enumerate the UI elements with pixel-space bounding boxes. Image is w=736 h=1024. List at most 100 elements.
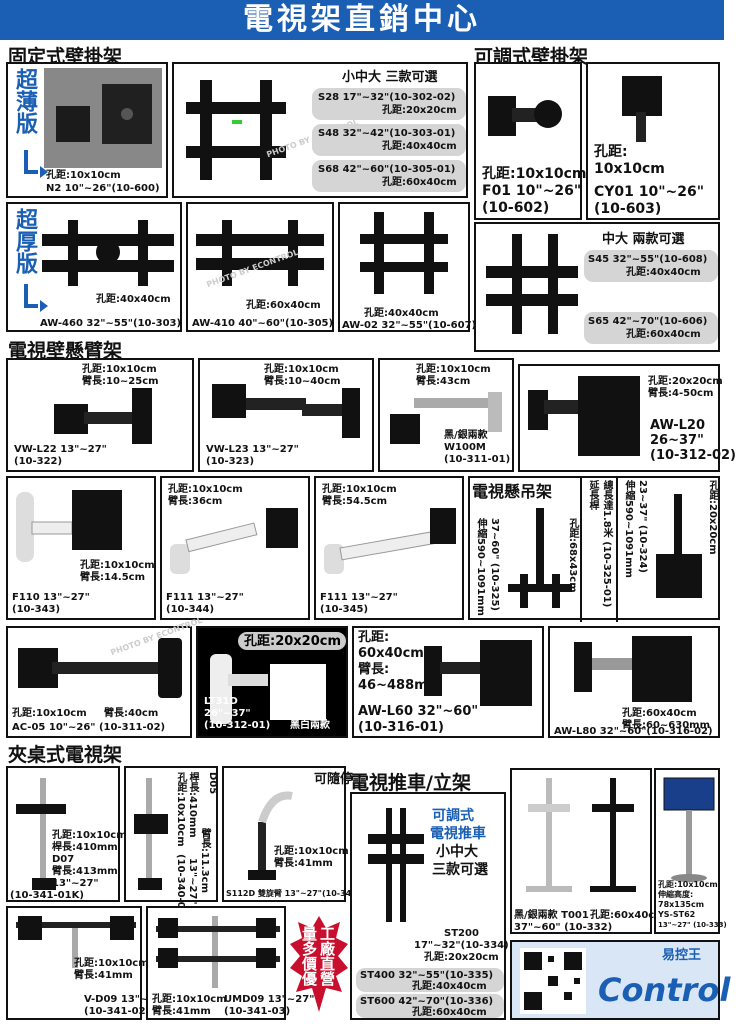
stand-image (663, 777, 715, 882)
d07-arm: 臂長:413mm (52, 866, 118, 877)
product-s-series: PHOTO BY ECONTROL 小中大 三款可選 S28 17"~32"(1… (172, 62, 468, 198)
ac05-hole: 孔距:10x10cm (12, 708, 87, 719)
cart-image (526, 778, 636, 892)
product-umd09: 孔距:10x10cm 臂長:41mm UMD09 13"~27" (10-341… (146, 906, 314, 1020)
awl60-hole: 60x40cm (358, 646, 424, 661)
w100m-model: W100M (444, 442, 486, 453)
umd09-model: UMD09 13"~27" (224, 994, 315, 1005)
f111b-model: F111 13"~27" (320, 592, 398, 603)
section-arm: 電視壁懸臂架 (8, 340, 123, 362)
product-n2: 超薄版 孔距:10x10cm N2 10"~26"(10-600) (6, 62, 168, 198)
product-awl60: 孔距: 60x40cm 臂長: 46~488mm AW-L60 32"~60" … (352, 626, 544, 738)
s28-hole: 孔距:20x20cm (382, 105, 457, 116)
product-s45-s65: 中大 兩款可選 S45 32"~55"(10-608) 孔距:40x40cm S… (474, 222, 720, 352)
aw410-hole: 孔距:60x40cm (246, 300, 321, 311)
awl60-arm-label: 臂長: (358, 662, 390, 677)
product-vd09: 孔距:10x10cm 臂長:41mm V-D09 13"~27" (10-341… (6, 906, 168, 1020)
page-title: 電視架直銷中心 (0, 0, 724, 40)
cart-l3: 小中大 (436, 844, 478, 860)
vwl23-hole: 孔距:10x10cm (264, 364, 339, 375)
arm-image (170, 508, 298, 574)
thick-label: 超厚版 (12, 208, 37, 274)
d05-hole: 孔距:10x10cm (175, 772, 186, 847)
vwl22-model: VW-L22 13"~27" (14, 444, 107, 455)
lt31d-size: 26"~37" (204, 708, 251, 719)
bracket-image (360, 212, 448, 294)
product-f01: 孔距:10x10cm F01 10"~26" (10-602) (474, 62, 586, 220)
awl20-hole: 孔距:20x20cm (648, 376, 723, 387)
section-ceiling: 電視懸吊架 (472, 482, 553, 501)
pill (312, 88, 466, 120)
t001-model: 黑/銀兩款 T001 (514, 910, 589, 921)
c2-length: 總長達1.8米 (10-325-01) (601, 480, 612, 608)
d05-size: 13"~27" (187, 858, 198, 905)
product-s112d: 可隨停 孔距:10x10cm 臂長:41mm S112D 雙旋臂 13"~27"… (222, 766, 360, 902)
s112d-hole: 孔距:10x10cm (274, 846, 349, 857)
product-f110: 孔距:10x10cm 臂長:14.5cm F110 13"~27" (10-34… (6, 476, 156, 620)
bracket-image (486, 234, 578, 334)
f01-hole: 孔距:10x10cm (482, 166, 587, 182)
n2-hole: 孔距:10x10cm (46, 170, 121, 181)
brand-block: 易控王 Control (510, 940, 730, 1020)
product-aw02: 孔距:40x40cm AW-02 32"~55"(10-607) (338, 202, 476, 332)
product-lt31d: 孔距:20x20cm LT31D 26"~37" (10-312-01) 黑白兩… (196, 626, 348, 738)
product-w100m: 孔距:10x10cm 臂長:43cm 黑/銀兩款 W100M (10-311-0… (378, 358, 514, 472)
st200-hole: 孔距:20x20cm (424, 952, 499, 963)
divider (580, 478, 582, 622)
product-d07: 孔距:10x10cm 桿長:410mm D07 臂長:413mm 13"~27"… (6, 766, 127, 902)
aw410-model: AW-410 40"~60"(10-305) (192, 318, 334, 329)
awl60-model: AW-L60 32"~60" (358, 704, 479, 719)
d05-arm: 臂長:11.3cm (199, 828, 210, 894)
arm-image (390, 392, 502, 444)
vd09-code: (10-341-02) (84, 1006, 151, 1017)
f111a-code: (10-344) (166, 604, 215, 615)
qr-code-icon[interactable] (520, 948, 586, 1014)
vwl23-arm: 臂長:10~40cm (264, 376, 341, 387)
f111b-arm: 臂長:54.5cm (322, 496, 388, 507)
desk-mount-image (16, 778, 66, 890)
w100m-color: 黑/銀兩款 (444, 430, 488, 441)
s28-model: S28 17"~32"(10-302-02) (318, 92, 456, 103)
awl20-model: AW-L20 (650, 418, 706, 433)
lt31d-model: LT31D (204, 696, 238, 707)
vd09-arm: 臂長:41mm (74, 970, 133, 981)
st600-model: ST600 42"~70"(10-336) (360, 996, 494, 1007)
umd09-arm: 臂長:41mm (152, 1006, 211, 1017)
brand-chinese: 易控王 (662, 948, 702, 963)
product-aw460: 超厚版 孔距:40x40cm AW-460 32"~55"(10-303) (6, 202, 182, 332)
vwl22-code: (10-322) (14, 456, 63, 467)
s65-hole: 孔距:60x40cm (626, 329, 701, 340)
awl60-arm: 46~488mm (358, 678, 442, 693)
arm-image (574, 636, 692, 702)
arm-image (212, 384, 360, 438)
st62-hole: 孔距:10x10cm (658, 880, 718, 889)
vwl22-hole: 孔距:10x10cm (82, 364, 157, 375)
f110-code: (10-343) (12, 604, 61, 615)
s68-hole: 孔距:60x40cm (382, 177, 457, 188)
st600-hole: 孔距:60x40cm (412, 1007, 487, 1018)
c3-size: 23~37" (10-324) (637, 480, 648, 573)
pill (356, 994, 504, 1018)
product-f111b: 孔距:10x10cm 臂長:54.5cm F111 13"~27" (10-34… (314, 476, 464, 620)
awl80-model: AW-L80 32"~60"(10-316-02) (554, 726, 713, 737)
f111a-model: F111 13"~27" (166, 592, 244, 603)
s45-heading: 中大 兩款可選 (602, 232, 685, 247)
awl60-hole-label: 孔距: (358, 630, 390, 645)
c2-hole: 孔距:68x43cm (567, 518, 578, 593)
d05-code: (10-340-01K) (175, 854, 186, 928)
ceiling-mount-image (656, 494, 702, 598)
arm-image (324, 508, 456, 574)
pill (238, 632, 346, 650)
cart-l2: 電視推車 (430, 826, 486, 842)
desk-mount-image (134, 778, 168, 890)
product-vwl23: 孔距:10x10cm 臂長:10~40cm VW-L23 13"~27" (10… (198, 358, 374, 472)
f01-model: F01 10"~26" (482, 183, 582, 199)
bracket-image (196, 220, 324, 286)
product-aw410: PHOTO BY ECONTROL 孔距:60x40cm AW-410 40"~… (186, 202, 334, 332)
f110-hole: 孔距:10x10cm (80, 560, 155, 571)
aw02-hole: 孔距:40x40cm (364, 308, 439, 319)
desk-mount-image (156, 916, 280, 988)
starburst-badge (290, 916, 348, 1012)
f110-model: F110 13"~27" (12, 592, 90, 603)
pill (356, 968, 504, 992)
